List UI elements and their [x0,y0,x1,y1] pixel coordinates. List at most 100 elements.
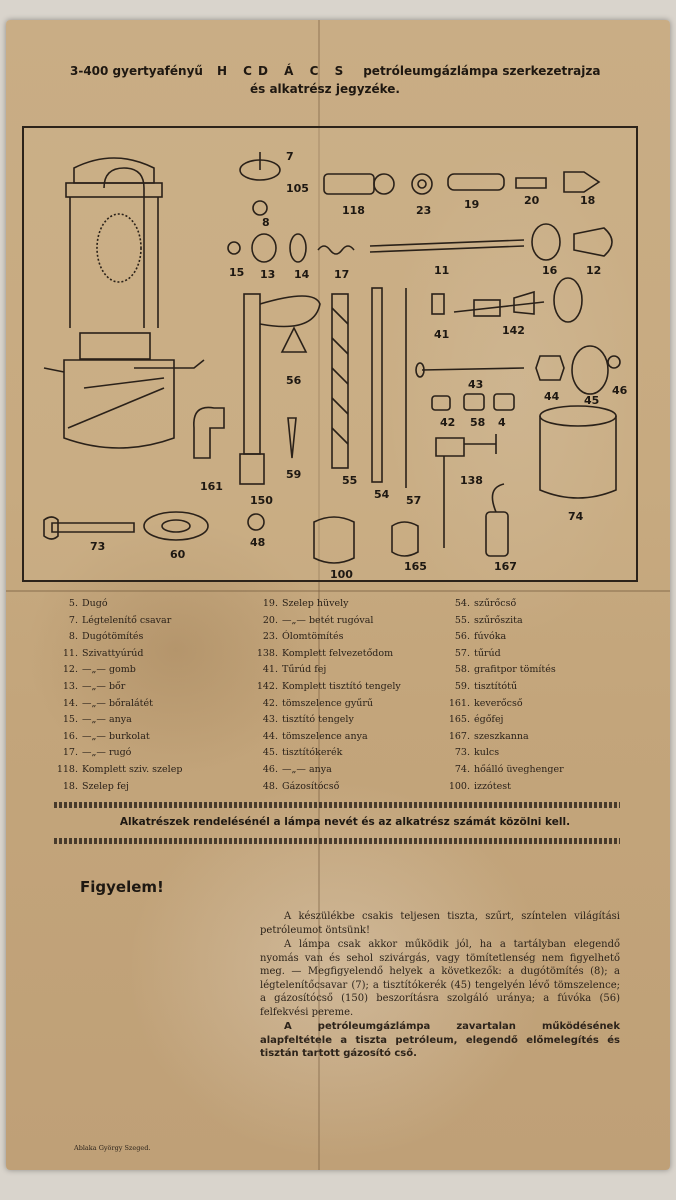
part-number: 59. [454,680,470,692]
part-label-41: 41 [434,328,450,341]
part-row: 23.Ólomtömítés [240,629,401,646]
part-row: 45.tisztítókerék [240,745,401,762]
part-row: 54.szűrőcső [432,596,564,613]
part-row: 118. Komplett sziv. szelep [40,762,183,779]
part-number: 18. [62,780,78,792]
part-name: Dugótömítés [82,631,144,643]
part-label-20: 20 [524,194,540,207]
part-label-14: 14 [294,268,310,281]
part-number: 100. [448,780,470,792]
divider-top [54,802,620,808]
part-number: 41. [262,664,278,676]
part-label-59: 59 [286,468,302,481]
order-note: Alkatrészek rendelésénél a lámpa nevét é… [119,816,571,828]
part-row: 14. —„— bőralátét [40,696,182,713]
part-row: 19. Szelep hüvely [240,596,401,613]
part-name: Szelep hüvely [282,598,349,609]
part-number: 42. [262,697,278,709]
part-name: égőfej [474,714,504,726]
part-row: 42.tömszelence gyűrű [240,696,401,713]
part-label-17: 17 [334,268,350,281]
part-number: 54. [454,598,470,609]
part-number: 23. [262,631,278,643]
part-name: Légtelenítő csavar [82,614,172,626]
part-name: kulcs [474,747,500,759]
part-label-118: 118 [342,204,365,217]
part-label-138: 138 [460,474,483,487]
part-name: Szelep fej [82,780,129,792]
fold-line-horizontal [6,590,670,592]
part-label-16: 16 [542,264,558,277]
part-name: Dugó [82,598,108,609]
part-number: 14. [62,697,78,709]
part-label-150: 150 [250,494,273,507]
part-label-18: 18 [580,194,596,207]
part-row: 8. Dugótömítés [40,629,182,646]
part-name: Komplett sziv. szelep [82,763,183,775]
paragraph-1: A készülékbe csakis teljesen tiszta, szű… [260,911,620,936]
part-row: 138. Komplett felvezetődom [240,646,401,663]
part-number: 11. [62,647,78,659]
part-row: 15.—„— anya [40,712,182,729]
title-line-2: és alkatrész jegyzéke. [250,82,400,96]
part-name: Komplett felvezetődom [282,647,394,659]
part-label-167: 167 [494,560,517,573]
printer-footer: Ablaka György Szeged. [74,1144,151,1152]
part-row: 13.—„— bőr [40,679,182,696]
part-label-12: 12 [586,264,602,277]
part-label-13: 13 [260,268,276,281]
part-label-4: 4 [498,416,506,429]
part-number: 17. [62,747,78,759]
part-label-56: 56 [286,374,302,387]
part-number: 165. [448,714,470,726]
part-number: 19. [262,598,278,609]
fold-line-vertical [318,20,320,1170]
part-number: 16. [62,730,78,742]
part-label-57: 57 [406,494,422,507]
part-name: —„— burkolat [82,730,150,742]
part-row: 20. —„— betét rugóval [240,613,401,630]
part-number: 44. [262,730,278,742]
part-row: 55. szűrőszita [432,613,564,630]
part-number: 118. [56,763,78,775]
part-row: 142.Komplett tisztító tengely [240,679,401,696]
divider-bottom [54,838,620,844]
part-number: 138. [256,647,278,659]
part-name: szűrőszita [474,614,523,626]
part-number: 43. [262,714,278,726]
part-name: —„— betét rugóval [282,614,374,626]
part-label-43: 43 [468,378,484,391]
part-number: 8. [68,631,78,643]
part-row: 165. égőfej [432,712,564,729]
title-part-b: petróleumgázlámpa szerkezetrajza [363,64,601,78]
part-label-23: 23 [416,204,432,217]
part-number: 20. [262,614,278,626]
part-number: 58. [454,664,470,676]
part-name: Gázosítócső [282,780,340,792]
part-name: tömszelence anya [282,730,368,742]
part-name: hőálló üveghenger [474,763,564,775]
part-row: 11.Szivattyúrúd [40,646,182,663]
part-row: 17.—„— rugó [40,745,182,762]
part-number: 45. [262,747,278,759]
part-row: 48. Gázosítócső [240,779,401,796]
part-number: 142. [256,680,278,692]
part-name: keverőcső [474,697,523,709]
part-number: 46. [262,763,278,775]
part-row: 5.Dugó [40,596,182,613]
part-label-11: 11 [434,264,450,277]
part-number: 167. [448,730,470,742]
lamp-top-icon [73,157,155,184]
part-row: 100.izzótest [432,779,564,796]
part-name: —„— anya [82,714,132,726]
part-number: 48. [262,780,278,792]
part-name: —„— bőralátét [82,697,153,709]
part-number: 55. [454,614,470,626]
part-row: 74.hőálló üveghenger [432,762,564,779]
part-name: Tűrúd fej [282,664,327,676]
part-label-48: 48 [250,536,266,549]
part-name: —„— bőr [82,680,126,692]
